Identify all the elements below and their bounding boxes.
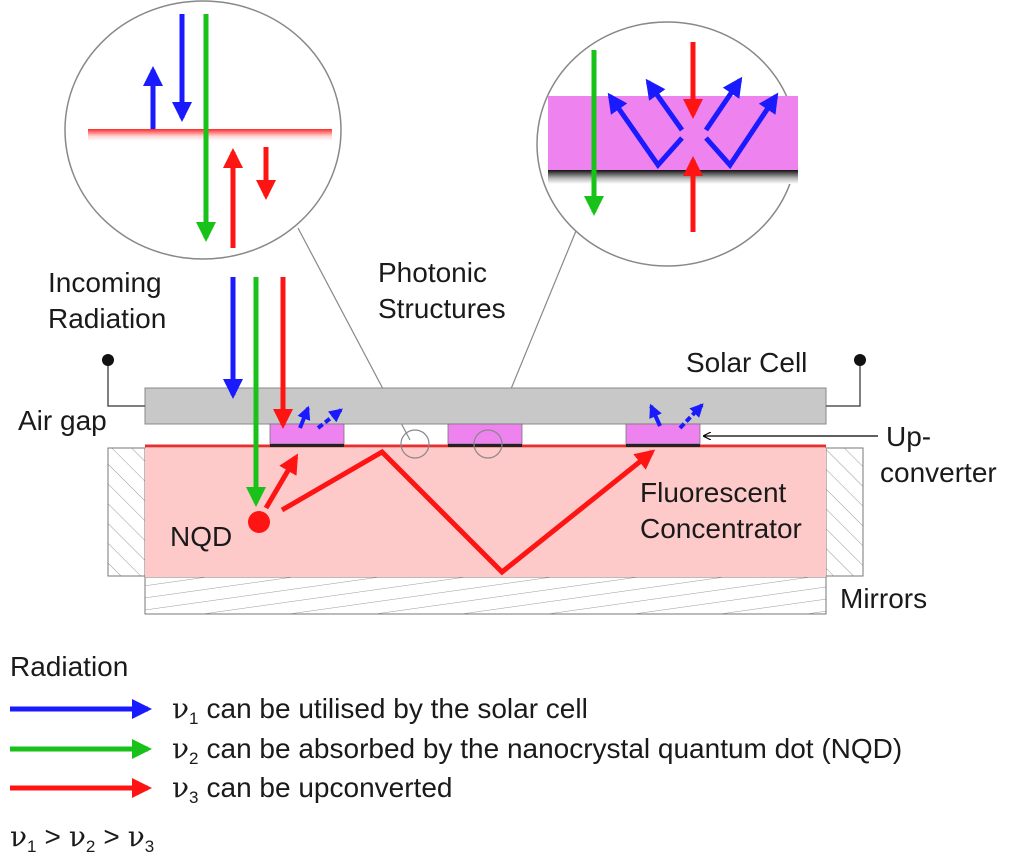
label-incoming-2: Radiation: [48, 303, 166, 334]
label-fluorescent-2: Concentrator: [640, 513, 802, 544]
upconverter-base: [548, 170, 798, 184]
arrow-blue-zoom-3: [703, 76, 743, 132]
label-fluorescent-1: Fluorescent: [640, 477, 787, 508]
bottom-mirror: [144, 576, 827, 615]
nqd-emission-long: [280, 448, 656, 576]
label-mirrors: Mirrors: [840, 583, 927, 614]
arrow-blue-zoom-1: [607, 92, 684, 170]
label-incoming-1: Incoming: [48, 267, 162, 298]
label-air-gap: Air gap: [18, 405, 107, 436]
label-nqd: NQD: [170, 521, 232, 552]
arrow-blue-zoom-2: [645, 78, 685, 132]
nqd-dot: [248, 511, 270, 533]
legend-title: Radiation: [10, 651, 128, 682]
terminal-left: [102, 354, 114, 366]
side-mirror-left: [107, 447, 146, 577]
terminal-right: [854, 354, 866, 366]
label-upconverter-1: Up-: [886, 421, 931, 452]
arrow-blue-zoom-4: [704, 92, 779, 170]
label-photonic-1: Photonic: [378, 257, 487, 288]
label-solar-cell: Solar Cell: [686, 347, 807, 378]
upconverter-layer: [548, 96, 798, 170]
pad3-blue-out-2: [678, 403, 704, 430]
pad3-blue-out-1: [649, 403, 662, 427]
label-photonic-2: Structures: [378, 293, 506, 324]
pad1-blue-out-1: [297, 405, 311, 429]
wire-right: [826, 362, 861, 407]
zoom-marker-right: [473, 429, 503, 459]
label-upconverter-2: converter: [880, 457, 997, 488]
solar-cell: [144, 387, 827, 425]
upconverter-pad-2: [447, 423, 523, 447]
upconverter-pad-3: [625, 423, 701, 447]
wire-left: [107, 362, 145, 407]
photonic-filter-layer: [88, 129, 332, 141]
side-mirror-right: [825, 447, 864, 577]
frequency-relation: ν1>ν2>ν3: [10, 820, 154, 856]
zoom-marker-left: [400, 429, 430, 459]
nqd-emission-short: [263, 453, 299, 510]
zoom-circle-right: [536, 21, 798, 267]
pad1-blue-out-2: [316, 408, 343, 430]
upconverter-pad-1: [269, 423, 345, 447]
zoom-circle-left: [64, 0, 342, 260]
